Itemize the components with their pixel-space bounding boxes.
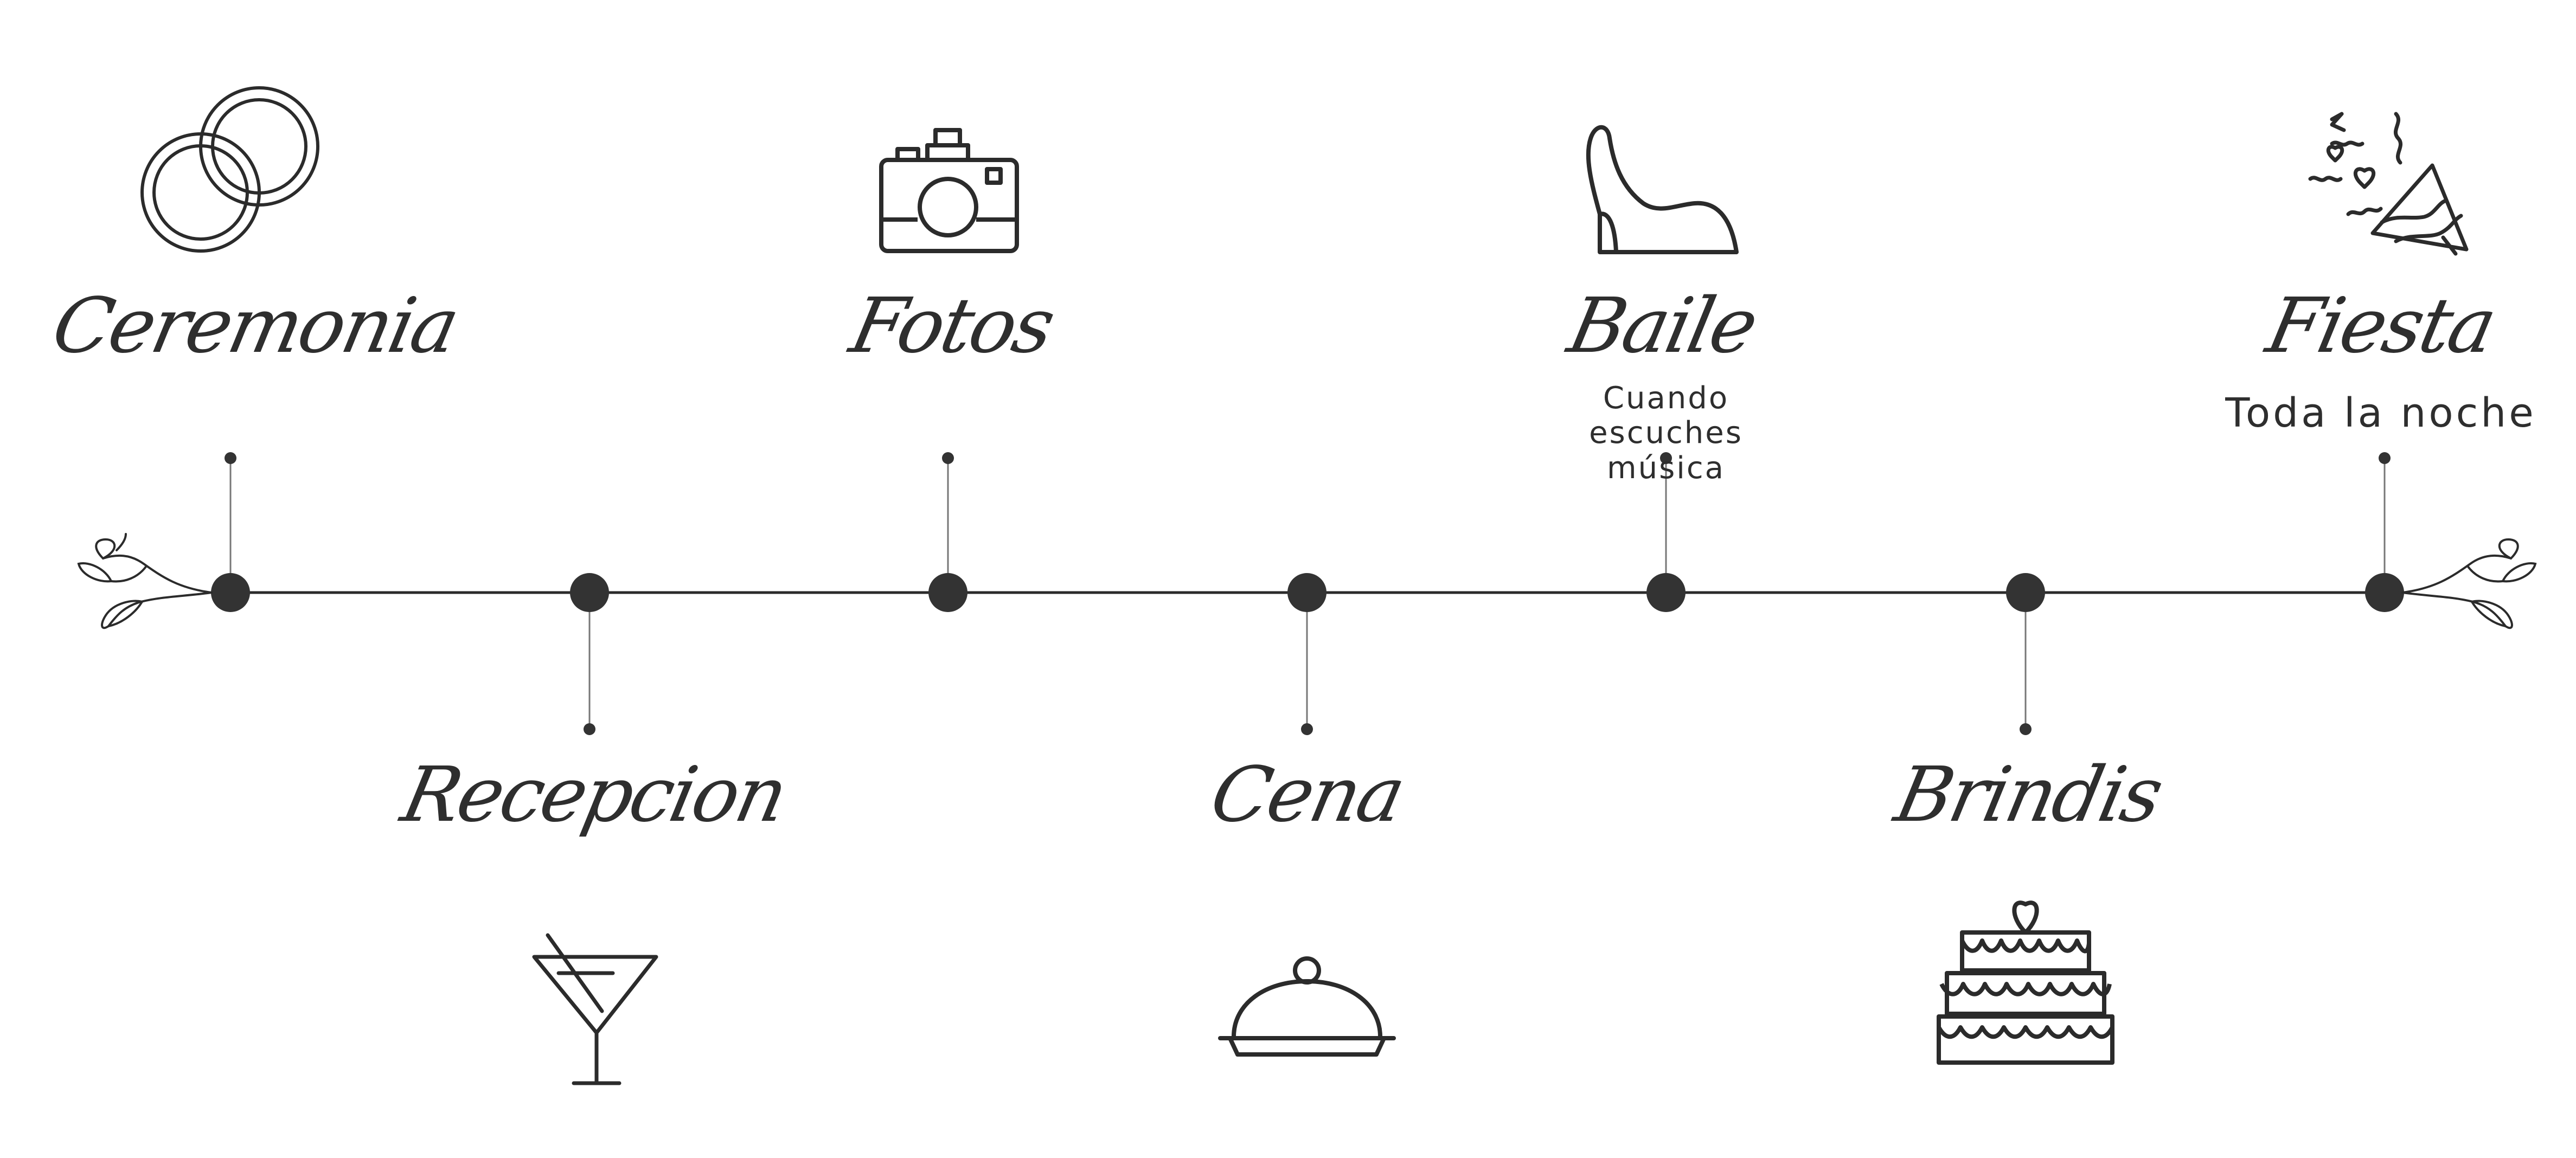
milestone-dot-recepcion	[570, 573, 609, 612]
milestone-dot-ceremonia	[211, 573, 250, 612]
event-title-fotos: Fotos	[843, 282, 1061, 370]
party-popper-icon	[2308, 112, 2469, 256]
floral-sprig-left-icon	[77, 533, 213, 629]
end-dot-baile	[1660, 452, 1672, 464]
high-heel-shoe-icon	[1586, 125, 1739, 254]
floral-sprig-right-icon	[2401, 538, 2537, 629]
milestone-dots	[211, 573, 2404, 612]
timeline-connectors	[229, 458, 2386, 729]
end-dot-brindis	[2020, 723, 2032, 735]
event-title-brindis: Brindis	[1888, 751, 2169, 839]
camera-icon	[879, 128, 1019, 253]
event-subtitle-fiesta: Toda la noche	[2225, 390, 2536, 436]
end-dot-ceremonia	[225, 452, 236, 464]
cocktail-glass-icon	[532, 933, 658, 1085]
milestone-dot-cena	[1287, 573, 1327, 612]
end-dot-fotos	[942, 452, 954, 464]
event-subtitle-baile: Cuando escuches música	[1589, 381, 1743, 486]
connector-end-dots	[225, 452, 2391, 735]
milestone-dot-fotos	[928, 573, 967, 612]
wedding-rings-icon	[140, 86, 319, 253]
event-title-ceremonia: Ceremonia	[45, 282, 465, 370]
end-dot-cena	[1301, 723, 1313, 735]
event-title-baile: Baile	[1561, 282, 1764, 370]
event-title-recepcion: Recepcion	[394, 751, 793, 839]
end-dot-fiesta	[2379, 452, 2391, 464]
wedding-cake-icon	[1937, 900, 2114, 1065]
milestone-dot-baile	[1646, 573, 1686, 612]
milestone-dot-fiesta	[2365, 573, 2404, 612]
milestone-dot-brindis	[2006, 573, 2045, 612]
event-title-fiesta: Fiesta	[2259, 282, 2502, 370]
cloche-icon	[1218, 956, 1396, 1057]
end-dot-recepcion	[584, 723, 595, 735]
event-title-cena: Cena	[1203, 751, 1411, 839]
